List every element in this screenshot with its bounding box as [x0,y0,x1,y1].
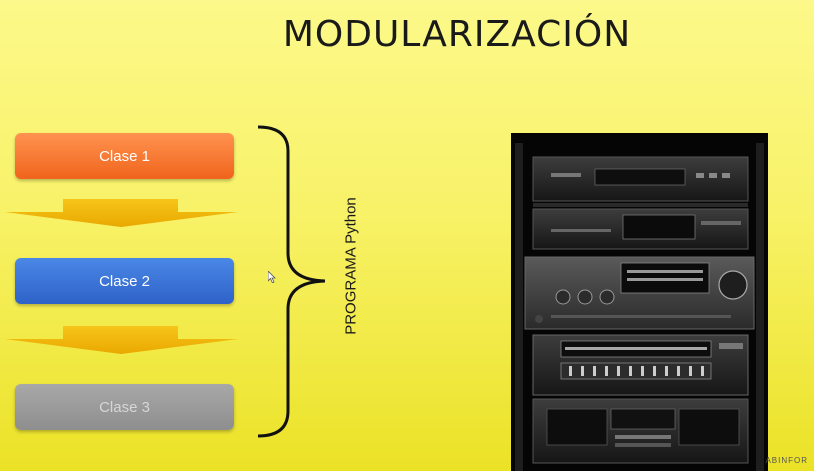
down-arrow-1 [5,199,238,227]
clase-3-box: Clase 3 [15,384,234,430]
down-arrow-2 [5,326,238,354]
clase-2-label: Clase 2 [99,272,150,290]
clase-1-box: Clase 1 [15,133,234,179]
watermark: ABINFOR [765,456,808,465]
clase-2-box: Clase 2 [15,258,234,304]
clase-3-label: Clase 3 [99,398,150,416]
mouse-pointer-icon [268,271,276,283]
slide-title: MODULARIZACIÓN [282,14,632,55]
clase-1-label: Clase 1 [99,147,150,165]
curly-brace [257,125,325,438]
stereo-rack-photo [511,133,768,471]
programa-python-label: PROGRAMA Python [342,197,360,335]
